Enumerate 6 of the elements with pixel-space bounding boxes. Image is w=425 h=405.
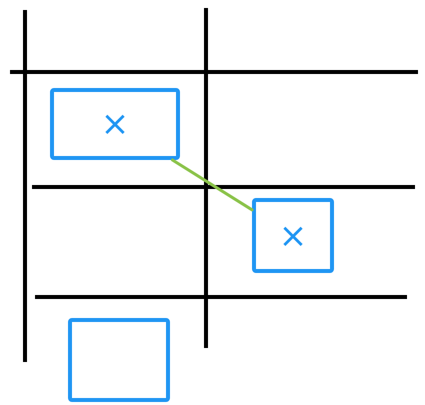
cross-mark: ×: [100, 107, 130, 141]
cross-mark: ×: [278, 218, 308, 252]
connector-line: [170, 158, 254, 212]
cell-box: [252, 198, 334, 273]
cell-box: [50, 88, 180, 160]
cell-box: [68, 318, 170, 402]
